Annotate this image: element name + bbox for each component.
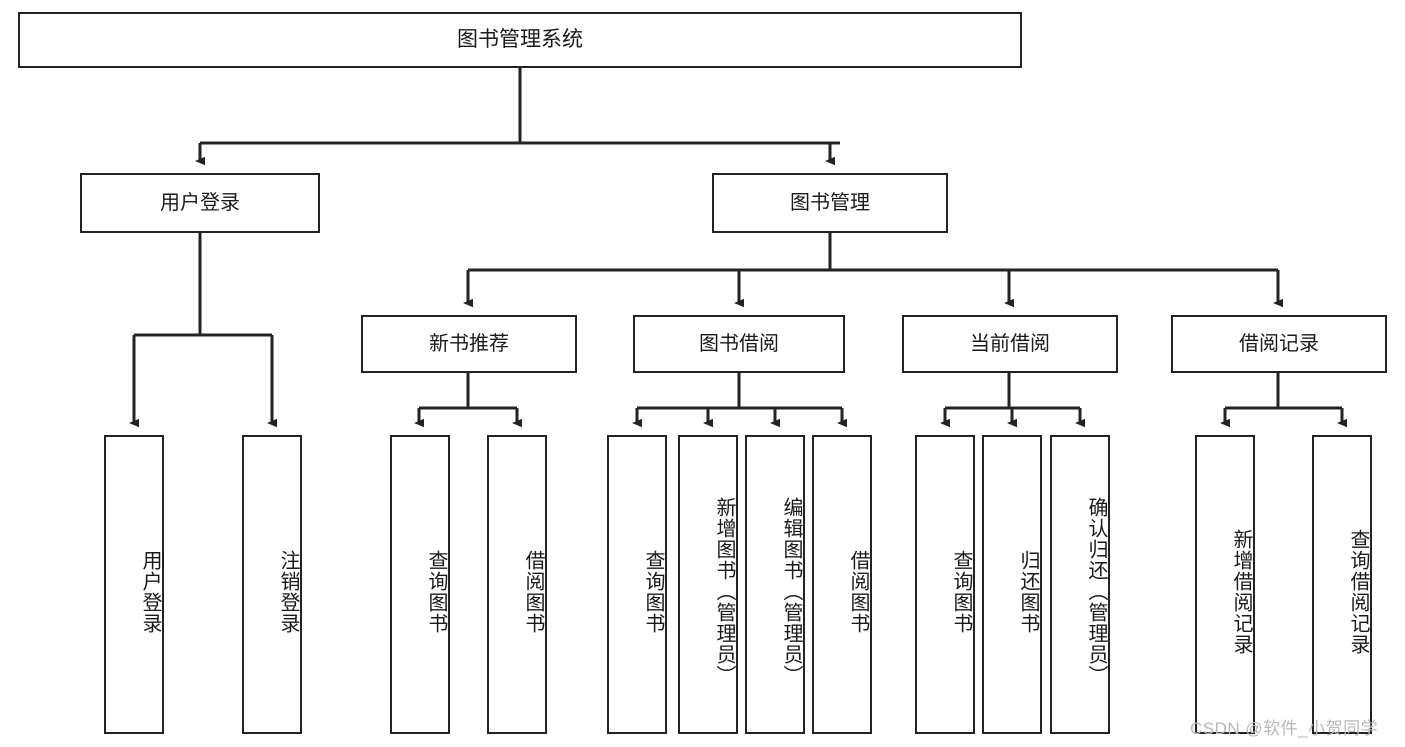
node-label: 编辑图书（管理员）	[780, 497, 802, 686]
node-leaf-return-book[interactable]: 归还图书	[982, 435, 1042, 734]
node-leaf-confirm-return-admin[interactable]: 确认归还（管理员）	[1050, 435, 1110, 734]
node-leaf-query-book-recommend[interactable]: 查询图书	[390, 435, 450, 734]
node-label: 当前借阅	[970, 332, 1050, 355]
node-label: 用户登录	[139, 549, 161, 634]
node-leaf-add-borrow-record[interactable]: 新增借阅记录	[1195, 435, 1255, 734]
node-book-borrow[interactable]: 图书借阅	[633, 315, 845, 373]
node-label: 借阅记录	[1239, 332, 1319, 355]
node-leaf-query-borrow-record[interactable]: 查询借阅记录	[1312, 435, 1372, 734]
csdn-watermark: CSDN @软件_小贺同学	[1190, 719, 1379, 738]
node-user-login[interactable]: 用户登录	[80, 173, 320, 233]
node-label: 新增图书（管理员）	[713, 497, 735, 686]
node-book-manage[interactable]: 图书管理	[712, 173, 948, 233]
node-label: 借阅图书	[847, 549, 869, 634]
node-label: 用户登录	[160, 191, 240, 214]
node-label: 图书管理系统	[457, 28, 583, 52]
node-leaf-borrow-book[interactable]: 借阅图书	[812, 435, 872, 734]
node-root-system[interactable]: 图书管理系统	[18, 12, 1022, 68]
node-label: 图书管理	[790, 191, 870, 214]
node-label: 图书借阅	[699, 332, 779, 355]
node-label: 借阅图书	[522, 549, 544, 634]
node-borrow-record[interactable]: 借阅记录	[1171, 315, 1387, 373]
node-current-borrow[interactable]: 当前借阅	[902, 315, 1118, 373]
node-label: 查询借阅记录	[1347, 528, 1369, 655]
node-label: 查询图书	[950, 549, 972, 634]
node-leaf-query-book-borrow[interactable]: 查询图书	[607, 435, 667, 734]
node-label: 归还图书	[1017, 549, 1039, 634]
node-label: 查询图书	[425, 549, 447, 634]
node-leaf-add-book-admin[interactable]: 新增图书（管理员）	[678, 435, 738, 734]
node-leaf-borrow-book-recommend[interactable]: 借阅图书	[487, 435, 547, 734]
node-label: 查询图书	[642, 549, 664, 634]
node-leaf-edit-book-admin[interactable]: 编辑图书（管理员）	[745, 435, 805, 734]
node-leaf-user-login[interactable]: 用户登录	[104, 435, 164, 734]
node-label: 确认归还（管理员）	[1085, 497, 1107, 686]
node-leaf-query-book-current[interactable]: 查询图书	[915, 435, 975, 734]
node-label: 新增借阅记录	[1230, 528, 1252, 655]
node-label: 新书推荐	[429, 332, 509, 355]
node-leaf-user-logout[interactable]: 注销登录	[242, 435, 302, 734]
node-new-book-recommend[interactable]: 新书推荐	[361, 315, 577, 373]
node-label: 注销登录	[277, 549, 299, 634]
